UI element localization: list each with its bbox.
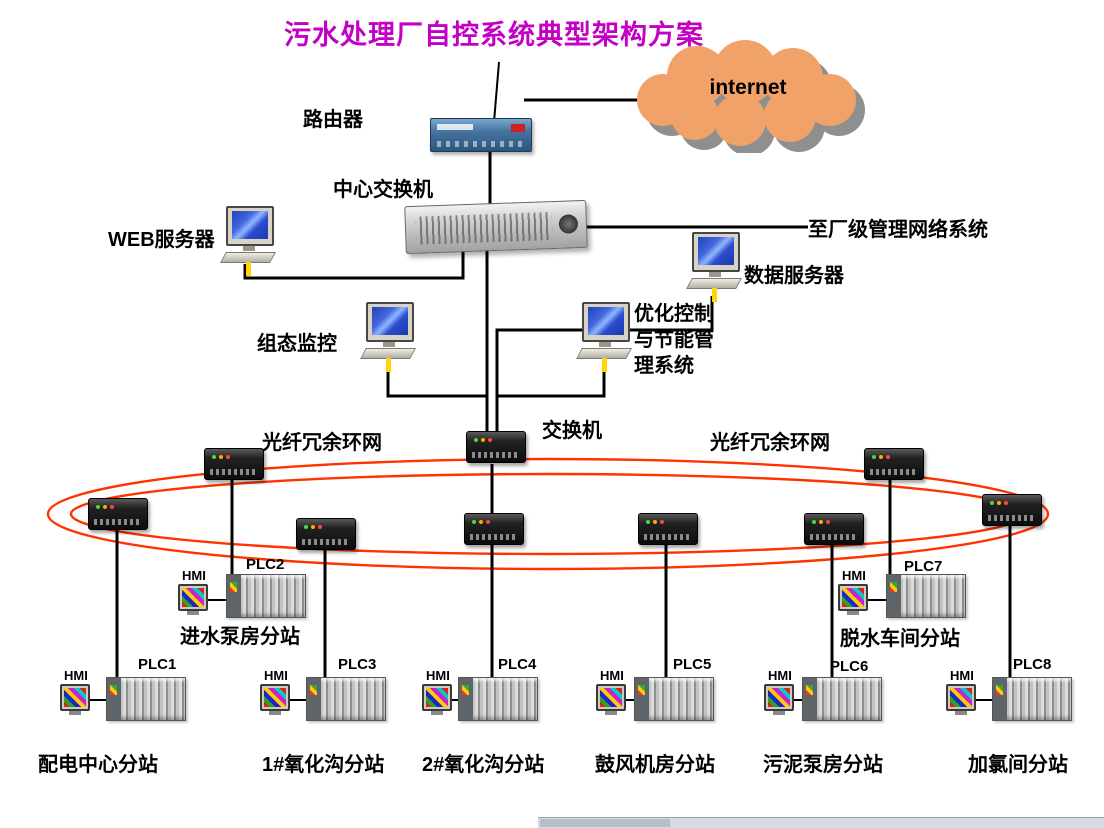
horizontal-scrollbar[interactable] xyxy=(538,817,1104,828)
fiber-ring-label-left: 光纤冗余环网 xyxy=(262,432,382,454)
hmi-label: HMI xyxy=(426,668,450,683)
internet-label: internet xyxy=(709,76,787,99)
plc-label: PLC2 xyxy=(246,556,285,573)
scrollbar-thumb[interactable] xyxy=(540,819,670,827)
network-cable xyxy=(246,262,251,276)
monitor-stand xyxy=(243,246,255,251)
screen xyxy=(372,307,408,335)
ring-switch-b xyxy=(88,498,148,530)
router-label: 路由器 xyxy=(303,109,363,131)
screen xyxy=(698,237,734,265)
station-name: 1#氧化沟分站 xyxy=(262,754,385,776)
hmi-device xyxy=(60,684,92,716)
monitor-icon xyxy=(226,206,274,246)
fiber-ring-label-right: 光纤冗余环网 xyxy=(710,432,830,454)
hmi-label: HMI xyxy=(182,568,206,583)
optimize-line3: 理系统 xyxy=(634,355,694,377)
plc-rack xyxy=(306,677,386,721)
hmi-device xyxy=(260,684,292,716)
web-server-label: WEB服务器 xyxy=(108,229,215,251)
monitor-stand xyxy=(709,272,721,277)
hmi-device xyxy=(178,584,210,616)
monitor-icon xyxy=(582,302,630,342)
station-name: 鼓风机房分站 xyxy=(595,754,715,776)
data-server-computer xyxy=(686,232,746,302)
hmi-device xyxy=(946,684,978,716)
station-name: 进水泵房分站 xyxy=(180,626,300,648)
switch-vents xyxy=(415,212,553,245)
optimize-line1: 优化控制 xyxy=(634,303,714,325)
monitor-stand xyxy=(383,342,395,347)
switch-label: 交换机 xyxy=(542,420,602,442)
hmi-label: HMI xyxy=(264,668,288,683)
plc-rack xyxy=(886,574,966,618)
router-ports xyxy=(437,141,525,147)
ring-switch-center xyxy=(466,431,526,463)
screen xyxy=(232,211,268,239)
hmi-label: HMI xyxy=(768,668,792,683)
ring-switch-f xyxy=(804,513,864,545)
station-name: 配电中心分站 xyxy=(38,754,158,776)
plant-network-label: 至厂级管理网络系统 xyxy=(808,219,988,241)
plc-rack xyxy=(226,574,306,618)
hmi-device xyxy=(596,684,628,716)
plc-label: PLC6 xyxy=(830,658,869,675)
scada-computer xyxy=(360,302,420,372)
router-led xyxy=(511,124,525,132)
hmi-device xyxy=(838,584,870,616)
ring-switch-e xyxy=(638,513,698,545)
ring-switch-h xyxy=(982,494,1042,526)
plc-rack xyxy=(634,677,714,721)
plc-label: PLC7 xyxy=(904,558,943,575)
monitor-stand xyxy=(599,342,611,347)
station-name: 2#氧化沟分站 xyxy=(422,754,545,776)
screen xyxy=(588,307,624,335)
plc-rack xyxy=(802,677,882,721)
plc-label: PLC1 xyxy=(138,656,177,673)
switch-fan xyxy=(558,214,579,234)
station-name: 加氯间分站 xyxy=(968,754,1068,776)
station-name: 脱水车间分站 xyxy=(840,628,960,650)
station-name: 污泥泵房分站 xyxy=(763,754,883,776)
router-antenna-wire xyxy=(493,61,500,123)
plc-label: PLC8 xyxy=(1013,656,1052,673)
router-brand-tag xyxy=(437,124,473,130)
hmi-label: HMI xyxy=(950,668,974,683)
plc-label: PLC5 xyxy=(673,656,712,673)
plc-label: PLC4 xyxy=(498,656,537,673)
optimize-computer xyxy=(576,302,636,372)
central-switch-device xyxy=(404,199,588,255)
hmi-label: HMI xyxy=(600,668,624,683)
network-cable xyxy=(712,288,717,302)
web-server-computer xyxy=(220,206,280,276)
monitor-icon xyxy=(366,302,414,342)
hmi-device xyxy=(422,684,454,716)
ring-switch-c xyxy=(296,518,356,550)
ring-switch-d xyxy=(464,513,524,545)
ring-switch-g xyxy=(864,448,924,480)
monitor-icon xyxy=(692,232,740,272)
plc-rack xyxy=(992,677,1072,721)
router-device xyxy=(430,118,532,152)
data-server-label: 数据服务器 xyxy=(744,265,844,287)
optimize-line2: 与节能管 xyxy=(634,329,714,351)
network-cable xyxy=(602,358,607,372)
plc-rack xyxy=(458,677,538,721)
hmi-label: HMI xyxy=(842,568,866,583)
scada-label: 组态监控 xyxy=(257,333,337,355)
hmi-device xyxy=(764,684,796,716)
ring-switch-a xyxy=(204,448,264,480)
central-switch-label: 中心交换机 xyxy=(333,179,433,201)
page-title: 污水处理厂自控系统典型架构方案 xyxy=(284,20,704,50)
hmi-label: HMI xyxy=(64,668,88,683)
network-cable xyxy=(386,358,391,372)
cloud-shadow xyxy=(646,50,865,153)
optimize-label: 优化控制 与节能管 理系统 xyxy=(634,301,714,379)
plc-rack xyxy=(106,677,186,721)
plc-label: PLC3 xyxy=(338,656,377,673)
fiber-ring-inner xyxy=(69,472,1027,556)
